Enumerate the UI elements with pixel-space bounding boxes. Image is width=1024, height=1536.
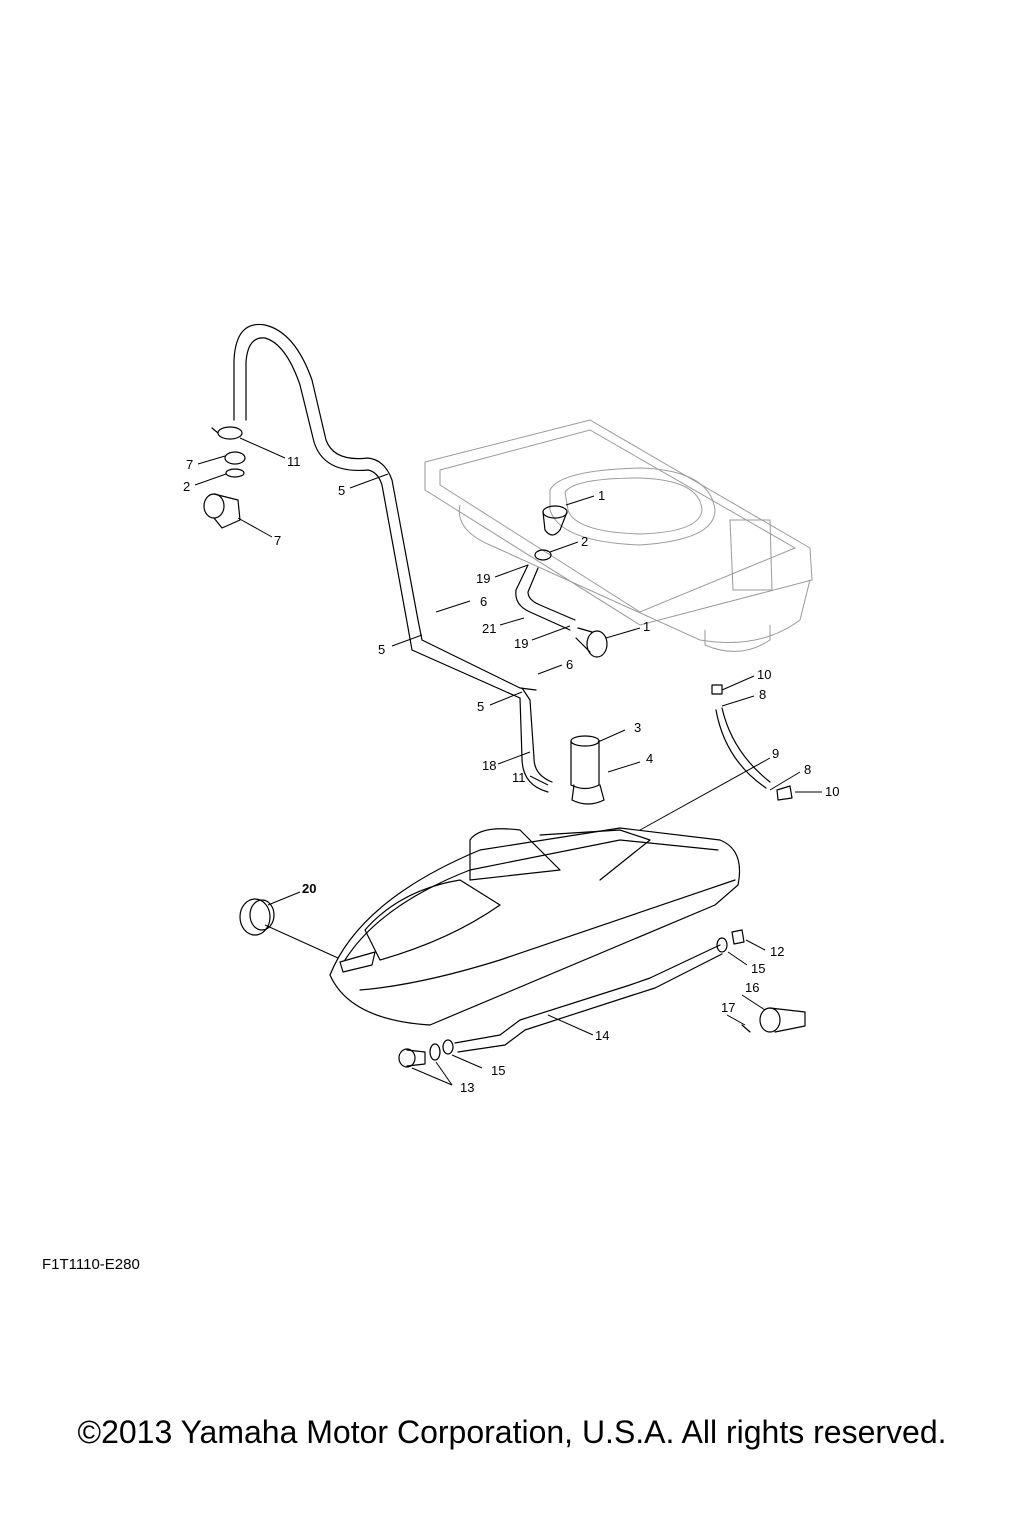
- callout-13: 13: [460, 1080, 474, 1095]
- washer-2-right: [534, 549, 552, 561]
- callout-5: 5: [477, 699, 484, 714]
- callout-11: 11: [512, 770, 526, 785]
- strainer-3: [570, 735, 605, 805]
- fitting-10-top: [711, 684, 723, 695]
- nut-15-upper: [716, 937, 728, 953]
- fitting-12: [731, 929, 745, 945]
- callout-6: 6: [566, 657, 573, 672]
- callout-7: 7: [274, 533, 281, 548]
- callout-1: 1: [598, 488, 605, 503]
- callout-5: 5: [378, 642, 385, 657]
- callout-12: 12: [770, 944, 784, 959]
- nut-7: [224, 451, 246, 465]
- callout-19: 19: [476, 571, 490, 586]
- callout-14: 14: [595, 1028, 609, 1043]
- callout-1: 1: [643, 619, 650, 634]
- fitting-1-upper: [542, 505, 568, 536]
- callout-5: 5: [338, 483, 345, 498]
- plug-16: [759, 1007, 806, 1033]
- fitting-10-bottom: [776, 785, 793, 801]
- copyright-notice: ©2013 Yamaha Motor Corporation, U.S.A. A…: [77, 1414, 947, 1450]
- callout-20: 20: [302, 881, 316, 896]
- engine-tray-ghost: [424, 419, 813, 652]
- callout-11: 11: [287, 454, 301, 469]
- callout-15: 15: [491, 1063, 505, 1078]
- callout-3: 3: [634, 720, 641, 735]
- hose-9: [715, 707, 771, 789]
- callout-8: 8: [804, 762, 811, 777]
- clamp-11-left: [211, 426, 243, 440]
- nut-15-lower: [442, 1039, 454, 1055]
- callout-4: 4: [646, 751, 653, 766]
- callout-19: 19: [514, 636, 528, 651]
- elbow-7: [203, 493, 241, 529]
- drain-pipe-14: [454, 944, 723, 1053]
- callout-10: 10: [825, 784, 839, 799]
- callout-8: 8: [759, 687, 766, 702]
- boat-hull: [329, 827, 741, 1026]
- washer-2-left: [225, 468, 245, 478]
- leader-lines: [194, 437, 822, 1086]
- callout-15: 15: [751, 961, 765, 976]
- hose-21: [515, 564, 576, 631]
- fitting-1-lower: [575, 627, 608, 658]
- callout-9: 9: [772, 746, 779, 761]
- callout-21: 21: [482, 621, 496, 636]
- callout-2: 2: [183, 479, 190, 494]
- hose-5: [233, 323, 537, 699]
- callout-7: 7: [186, 457, 193, 472]
- figure-code: F1T1110-E280: [42, 1256, 140, 1273]
- callout-18: 18: [482, 758, 496, 773]
- callout-10: 10: [757, 667, 771, 682]
- callout-16: 16: [745, 980, 759, 995]
- callout-2: 2: [581, 534, 588, 549]
- nut-13: [429, 1043, 441, 1061]
- plug-13: [398, 1048, 426, 1068]
- hose-18: [519, 687, 553, 793]
- callout-17: 17: [721, 1000, 735, 1015]
- callout-6: 6: [480, 594, 487, 609]
- drain-plug-20: [239, 898, 275, 936]
- screw-17: [741, 1024, 751, 1033]
